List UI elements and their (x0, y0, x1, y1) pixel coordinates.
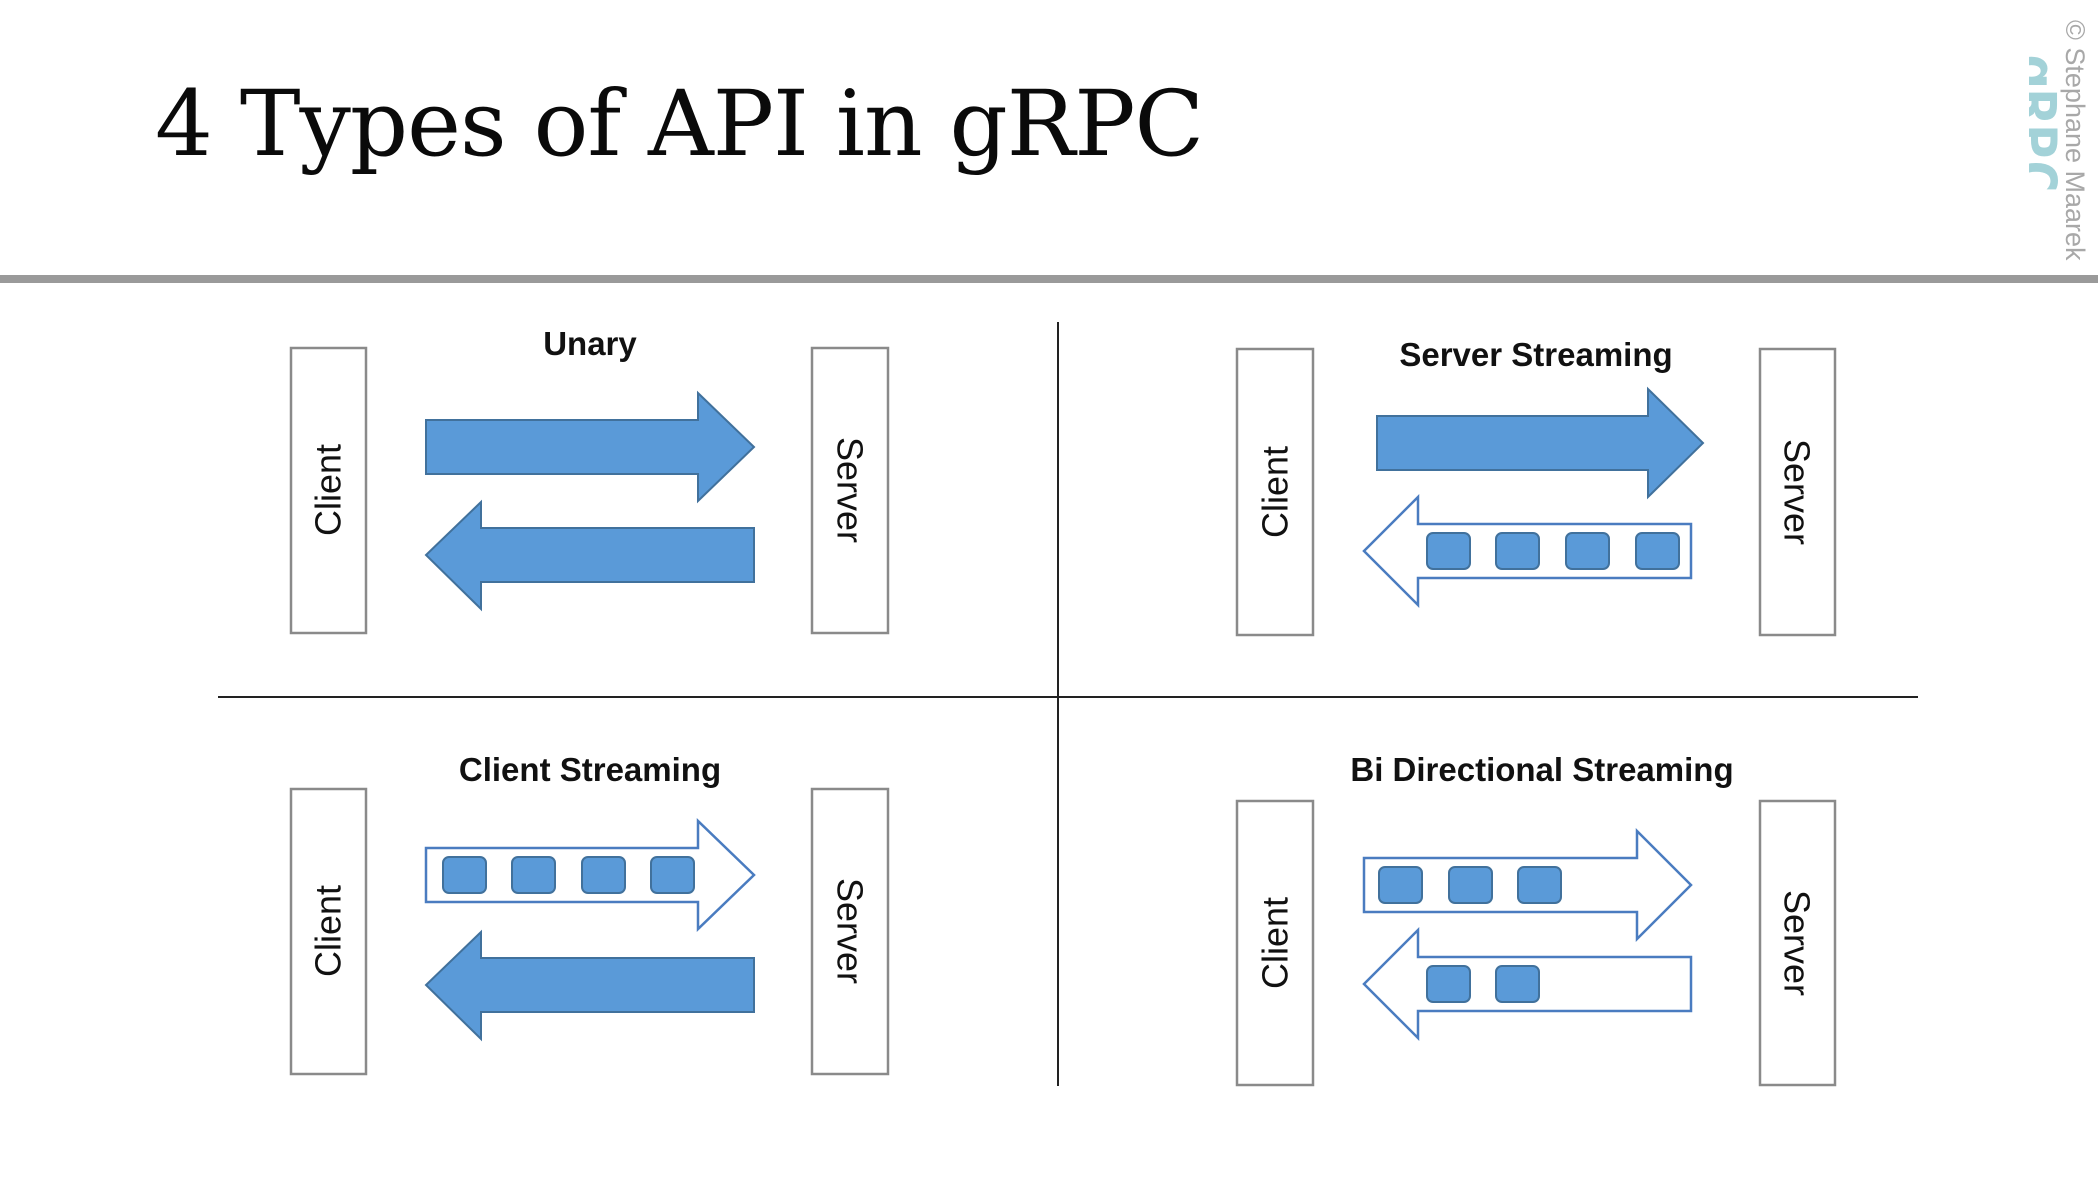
stream-message (1495, 532, 1540, 570)
title-divider (0, 275, 2098, 283)
stream-message (1426, 965, 1471, 1003)
server-box (810, 346, 890, 635)
panel-unary: Unary Client Server (289, 325, 890, 635)
copyright-watermark: © Stephane Maarek (2060, 20, 2090, 261)
stream-message (650, 856, 695, 894)
panel-title: Server Streaming (1399, 336, 1672, 373)
slide-title: 4 Types of API in gRPC (155, 72, 1204, 177)
stream-message (1517, 866, 1562, 904)
panel-title: Unary (543, 325, 637, 362)
client-box (1235, 799, 1315, 1087)
stream-message (1565, 532, 1610, 570)
response-arrow (424, 499, 755, 612)
panel-title: Client Streaming (459, 751, 721, 788)
server-label: Server (1777, 439, 1818, 545)
server-box (1758, 799, 1837, 1087)
stream-message (1635, 532, 1680, 570)
client-label: Client (1255, 897, 1296, 989)
panel-server-streaming: Server Streaming Client Server (1235, 336, 1837, 637)
client-box (289, 787, 368, 1076)
stream-message (581, 856, 626, 894)
panel-client-streaming: Client Streaming Client Server (289, 751, 890, 1076)
client-label: Client (1255, 446, 1296, 538)
client-label: Client (308, 885, 349, 977)
server-label: Server (1777, 890, 1818, 996)
stream-message (511, 856, 556, 894)
request-arrow (1376, 386, 1705, 500)
client-label: Client (308, 444, 349, 536)
client-box (1235, 347, 1315, 637)
server-label: Server (830, 437, 871, 543)
panel-title: Bi Directional Streaming (1350, 751, 1733, 788)
stream-message (442, 856, 487, 894)
grpc-logo: gRPC (2029, 54, 2069, 194)
server-box (1758, 347, 1837, 637)
stream-message (1495, 965, 1540, 1003)
server-box (810, 787, 890, 1076)
stream-message (1378, 866, 1423, 904)
server-label: Server (830, 878, 871, 984)
watermark: © Stephane Maarek gRPC (2029, 20, 2090, 261)
stream-message (1426, 532, 1471, 570)
response-arrow (424, 929, 755, 1042)
stream-message (1448, 866, 1493, 904)
client-box (289, 346, 368, 635)
request-arrow (425, 390, 756, 504)
panel-bidirectional-streaming: Bi Directional Streaming Client Server (1235, 751, 1837, 1087)
